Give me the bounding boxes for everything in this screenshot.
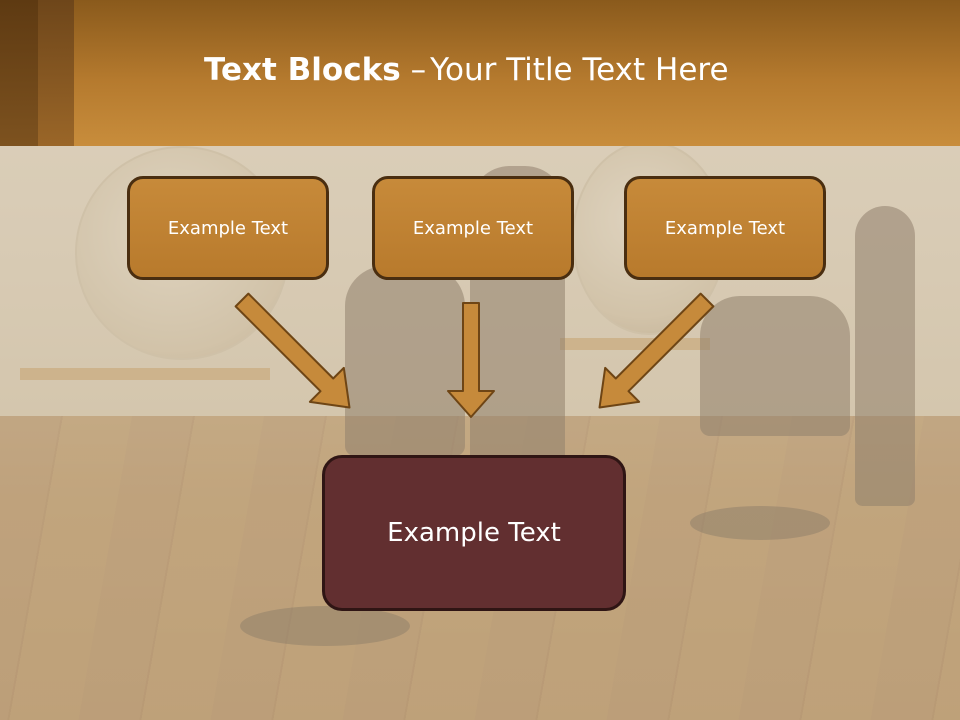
- photo-person-left: [345, 266, 465, 456]
- text-block-bottom-label: Example Text: [387, 518, 561, 548]
- text-block-bottom: Example Text: [322, 455, 626, 611]
- photo-chair-base-right: [690, 506, 830, 540]
- title-bold: Text Blocks: [204, 52, 401, 88]
- header-accent-stripe-secondary: [38, 0, 74, 146]
- photo-person-far-right: [855, 206, 915, 506]
- text-block-top-center: Example Text: [372, 176, 574, 280]
- title-separator: –: [410, 52, 427, 88]
- arrow-left-diagonal: [234, 292, 351, 409]
- text-block-top-center-label: Example Text: [412, 217, 534, 239]
- text-block-top-left: Example Text: [127, 176, 329, 280]
- header-accent-stripe: [0, 0, 38, 146]
- text-block-top-left-label: Example Text: [167, 217, 289, 239]
- photo-counter: [20, 368, 270, 380]
- header-band: Text Blocks–Your Title Text Here: [0, 0, 960, 146]
- text-block-top-right: Example Text: [624, 176, 826, 280]
- photo-person-right: [700, 296, 850, 436]
- title-rest: Your Title Text Here: [430, 52, 729, 88]
- text-block-top-right-label: Example Text: [664, 217, 786, 239]
- arrow-center-down: [447, 302, 495, 418]
- photo-chair-base-left: [240, 606, 410, 646]
- slide-title: Text Blocks–Your Title Text Here: [204, 52, 729, 100]
- arrow-right-diagonal: [598, 292, 715, 409]
